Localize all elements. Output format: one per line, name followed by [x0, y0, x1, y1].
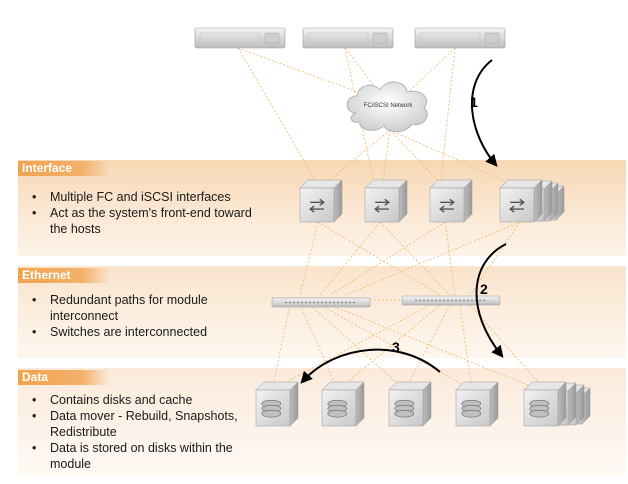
data-bullet: Contains disks and cache	[32, 392, 272, 408]
switch-arrows-icon	[439, 198, 455, 213]
interface-bullet: Multiple FC and iSCSI interfaces	[32, 189, 272, 205]
interface-module-3	[429, 179, 473, 223]
ethernet-bullets: Redundant paths for module interconnect …	[32, 292, 252, 340]
ethernet-switch-2	[401, 295, 501, 306]
switch-arrows-icon	[309, 198, 325, 213]
data-modules	[255, 381, 591, 427]
arrow-step-3	[300, 348, 441, 384]
disk-stack-icon	[461, 399, 482, 418]
step-label-1: 1	[470, 94, 478, 110]
interface-modules	[299, 179, 565, 223]
host-server-1	[194, 27, 286, 49]
data-bullet: Data is stored on disks within the modul…	[32, 440, 272, 472]
data-module-2	[321, 381, 365, 427]
switch-arrows-icon	[509, 198, 525, 213]
switch-arrows-icon	[374, 198, 390, 213]
ethernet-bullet: Redundant paths for module interconnect	[32, 292, 252, 324]
interface-module-4	[499, 179, 543, 223]
arrow-step-1	[470, 59, 498, 167]
data-module-4	[455, 381, 499, 427]
data-module-3	[388, 381, 432, 427]
network-cloud: FC/iSCSI Network	[346, 81, 428, 133]
flow-arrows	[300, 59, 507, 384]
interface-bullet: Act as the system's front-end toward the…	[32, 205, 272, 237]
disk-stack-icon	[394, 399, 415, 418]
arrow-step-2	[475, 243, 507, 358]
disk-stack-icon	[327, 399, 348, 418]
data-module-5	[523, 381, 567, 427]
cloud-label: FC/iSCSI Network	[364, 103, 414, 109]
step-label-2: 2	[480, 281, 488, 297]
data-bullets: Contains disks and cache Data mover - Re…	[32, 392, 272, 472]
host-server-2	[302, 27, 394, 49]
data-bullet: Data mover - Rebuild, Snapshots, Redistr…	[32, 408, 272, 440]
ethernet-tag: Ethernet	[18, 268, 110, 283]
connection-lines	[237, 47, 546, 391]
interface-tag: Interface	[18, 161, 110, 176]
interface-bullets: Multiple FC and iSCSI interfaces Act as …	[32, 189, 272, 237]
disk-stack-icon	[529, 399, 550, 418]
ethernet-switch-1	[271, 297, 371, 308]
interface-module-1	[299, 179, 343, 223]
data-tag: Data	[18, 370, 110, 385]
interface-module-2	[364, 179, 408, 223]
ethernet-bullet: Switches are interconnected	[32, 324, 252, 340]
step-label-3: 3	[392, 339, 400, 355]
host-server-3	[414, 27, 506, 49]
